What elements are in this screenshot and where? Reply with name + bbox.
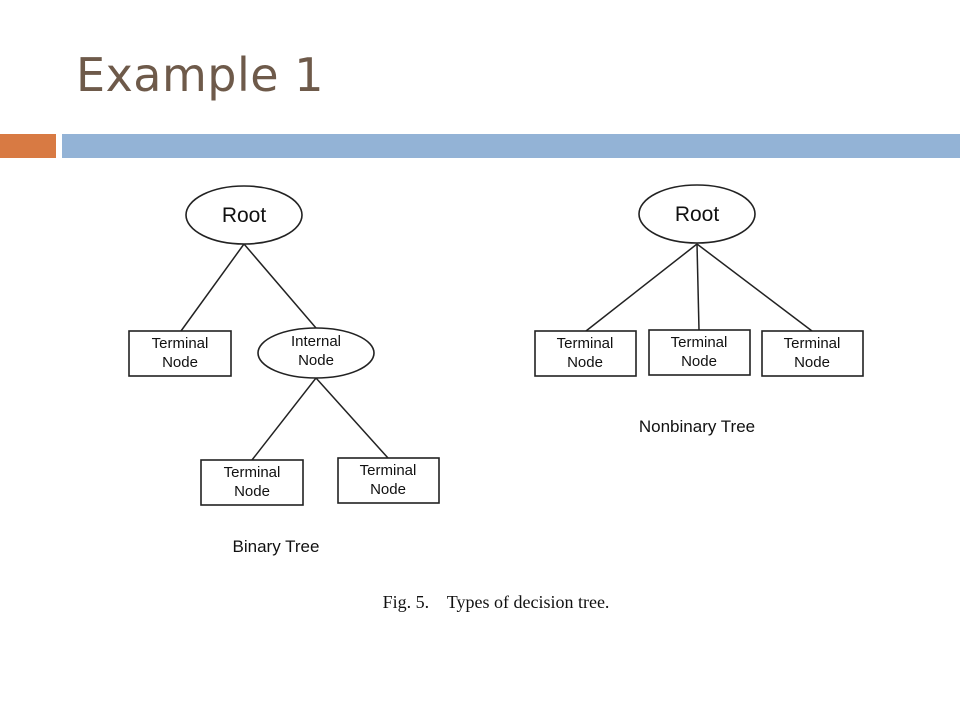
nonbinary-terminal-node-1	[534, 330, 637, 377]
edge-nb-root-terminal-3	[696, 243, 813, 332]
binary-terminal-left-line2: Node	[162, 354, 198, 371]
edge-root-internal	[243, 243, 317, 329]
edge-nb-root-terminal-1	[585, 243, 698, 332]
nonbinary-terminal-node-2	[648, 329, 751, 376]
nonbinary-terminal-2-line2: Node	[681, 353, 717, 370]
title-accent-bar-orange	[0, 134, 56, 158]
nonbinary-terminal-3-line1: Terminal	[784, 335, 841, 352]
nonbinary-terminal-2-line1: Terminal	[671, 334, 728, 351]
binary-terminal-node-bottom-right	[337, 457, 440, 504]
edge-root-terminal	[180, 243, 245, 332]
binary-terminal-bottom-left-line2: Node	[234, 483, 270, 500]
nonbinary-tree-label: Nonbinary Tree	[639, 417, 755, 436]
binary-terminal-bottom-right-line1: Terminal	[360, 462, 417, 479]
binary-terminal-node-left	[128, 330, 232, 377]
binary-terminal-bottom-right-line2: Node	[370, 481, 406, 498]
nonbinary-terminal-3-line2: Node	[794, 354, 830, 371]
binary-root-node	[185, 185, 303, 245]
edge-internal-terminal-right	[315, 377, 389, 459]
binary-terminal-left-line1: Terminal	[152, 335, 209, 352]
nonbinary-root-label: Root	[675, 203, 720, 226]
figure-caption: Fig. 5. Types of decision tree.	[383, 592, 610, 612]
binary-internal-line2: Node	[298, 352, 334, 369]
binary-internal-line1: Internal	[291, 333, 341, 350]
nonbinary-terminal-node-3	[761, 330, 864, 377]
edge-internal-terminal-left	[251, 377, 317, 461]
slide-title: Example 1	[76, 48, 324, 102]
binary-terminal-bottom-left-line1: Terminal	[224, 464, 281, 481]
binary-internal-node	[257, 327, 375, 379]
binary-root-label: Root	[222, 204, 267, 227]
nonbinary-terminal-1-line1: Terminal	[557, 335, 614, 352]
binary-tree-label: Binary Tree	[233, 537, 320, 556]
nonbinary-terminal-1-line2: Node	[567, 354, 603, 371]
nonbinary-root-node	[638, 184, 756, 244]
edge-nb-root-terminal-2	[696, 243, 700, 331]
binary-terminal-node-bottom-left	[200, 459, 304, 506]
title-accent-bar-blue	[62, 134, 960, 158]
